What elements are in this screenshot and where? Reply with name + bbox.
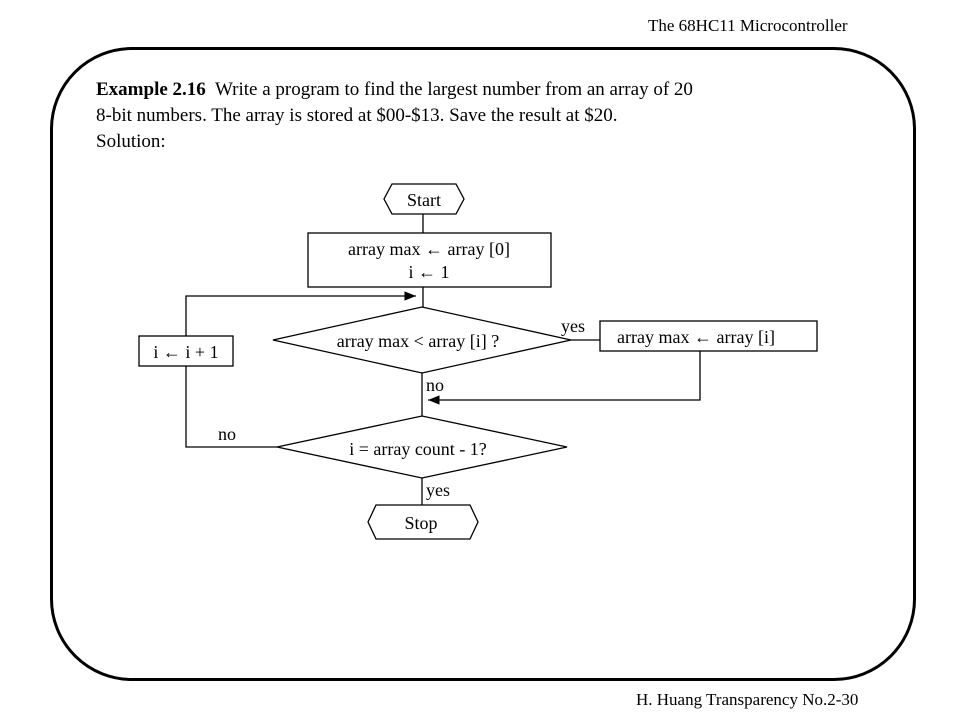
start-label: Start — [407, 190, 441, 210]
check-no-label: no — [218, 424, 236, 444]
check-end-decision: i = array count - 1? — [276, 415, 568, 479]
problem-line-3: Solution: — [96, 131, 166, 152]
problem-line-1: Example 2.16 Write a program to find the… — [96, 77, 816, 103]
example-label: Example 2.16 — [96, 79, 206, 100]
compare-label: array max < array [i] ? — [337, 331, 500, 351]
assign-label: array max ← array [i] — [617, 327, 775, 347]
connector-assign-merge — [428, 351, 701, 405]
compare-decision: array max < array [i] ? — [272, 306, 572, 374]
slide-frame — [50, 47, 916, 681]
problem-line-2: 8-bit numbers. The array is stored at $0… — [96, 105, 618, 126]
header-title: The 68HC11 Microcontroller — [648, 16, 848, 35]
stop-terminal: Stop — [367, 504, 479, 540]
init-process-box: array max ← array [0] i ← 1 — [307, 232, 552, 288]
stop-label: Stop — [404, 513, 437, 533]
problem-text-1: Write a program to find the largest numb… — [214, 79, 693, 100]
compare-yes-label: yes — [561, 316, 585, 336]
increment-label: i ← i + 1 — [153, 342, 218, 362]
init-line-1: array max ← array [0] — [348, 239, 510, 259]
increment-process-box: i ← i + 1 — [138, 335, 234, 367]
connector-increment-loop — [185, 291, 416, 336]
init-line-2: i ← 1 — [408, 262, 449, 282]
check-yes-label: yes — [426, 480, 450, 500]
check-end-label: i = array count - 1? — [349, 439, 487, 459]
start-terminal: Start — [383, 183, 465, 215]
footer-text: H. Huang Transparency No.2-30 — [636, 690, 859, 709]
compare-no-label: no — [426, 375, 444, 395]
assign-process-box: array max ← array [i] — [599, 320, 818, 352]
problem-statement: Example 2.16 Write a program to find the… — [96, 77, 816, 155]
connector-check-increment — [185, 366, 277, 448]
